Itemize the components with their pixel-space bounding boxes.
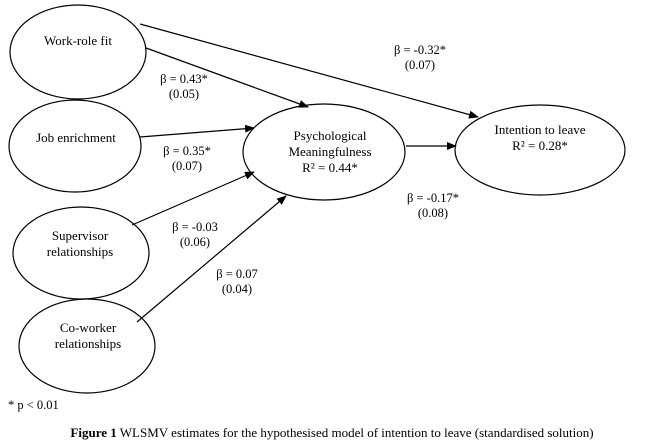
se: (0.04) <box>221 282 253 296</box>
beta: β = 0.35* <box>163 144 211 158</box>
caption-label: Figure 1 <box>70 425 117 440</box>
coef-wrf-itl: β = -0.32* (0.07) <box>394 43 446 73</box>
path-je-pm <box>139 124 255 138</box>
label-line: Meaningfulness <box>288 144 372 159</box>
label-supervisor-relationships: Supervisor relationships <box>47 228 113 260</box>
beta: β = -0.17* <box>407 191 459 205</box>
coef-sr-pm: β = -0.03 (0.06) <box>172 220 218 250</box>
beta: β = 0.07 <box>216 267 258 281</box>
significance-footnote: * p < 0.01 <box>8 398 59 412</box>
se: (0.07) <box>404 58 436 72</box>
caption-text: WLSMV estimates for the hypothesised mod… <box>116 425 594 440</box>
path-sr-pm <box>131 171 255 226</box>
node-intention-to-leave <box>454 104 626 196</box>
coef-je-pm: β = 0.35* (0.07) <box>163 144 211 174</box>
beta: β = 0.43* <box>160 72 208 86</box>
label-intention-to-leave: Intention to leave R² = 0.28* <box>495 122 586 154</box>
node-coworker-relationships <box>18 298 156 394</box>
se: (0.07) <box>171 159 203 173</box>
beta: β = -0.03 <box>172 220 218 234</box>
coef-pm-itl: β = -0.17* (0.08) <box>407 191 459 221</box>
se: (0.08) <box>417 206 449 220</box>
r-squared: R² = 0.44* <box>302 160 358 175</box>
node-work-role-fit <box>9 4 147 100</box>
label-line: relationships <box>54 336 122 351</box>
beta: β = -0.32* <box>394 43 446 57</box>
figure-caption: Figure 1 WLSMV estimates for the hypothe… <box>70 425 593 441</box>
label-work-role-fit: Work-role fit <box>44 33 112 48</box>
r-squared: R² = 0.28* <box>512 138 568 153</box>
label-job-enrichment: Job enrichment <box>36 130 116 145</box>
se: (0.05) <box>168 87 200 101</box>
label-psychological-meaningfulness: Psychological Meaningfulness R² = 0.44* <box>288 128 371 176</box>
label-line: Psychological <box>293 128 367 143</box>
path-wrf-itl <box>139 23 479 119</box>
label-line: relationships <box>46 244 114 259</box>
node-psychological-meaningfulness <box>242 103 406 201</box>
node-job-enrichment <box>8 99 142 193</box>
label-coworker-relationships: Co-worker relationships <box>55 320 121 352</box>
label-line: Supervisor <box>51 228 109 243</box>
path-cr-pm <box>136 195 287 323</box>
path-wrf-pm <box>145 47 309 108</box>
coef-wrf-pm: β = 0.43* (0.05) <box>160 72 208 102</box>
label-line: Intention to leave <box>494 122 586 137</box>
coef-cr-pm: β = 0.07 (0.04) <box>216 267 258 297</box>
se: (0.06) <box>179 235 211 249</box>
label-line: Co-worker <box>59 320 117 335</box>
